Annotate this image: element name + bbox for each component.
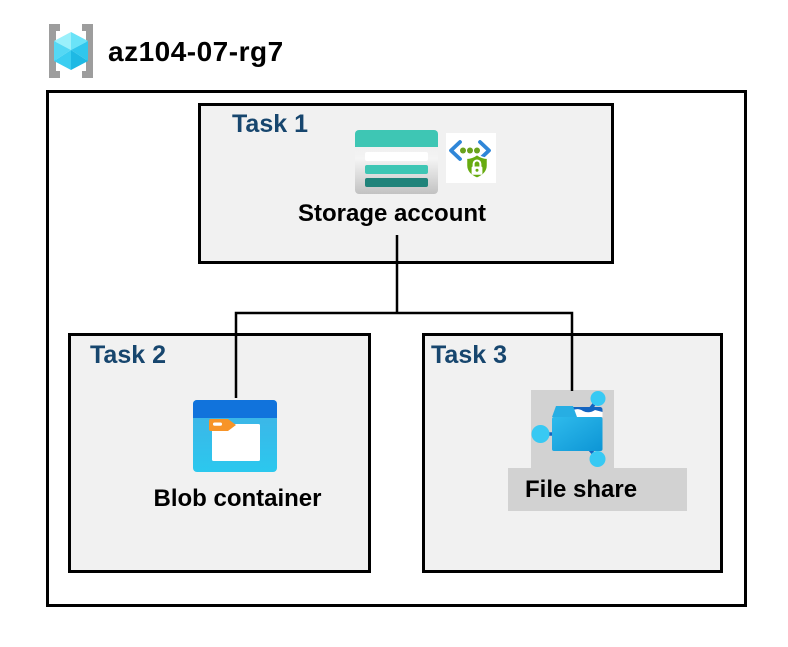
task-1-box: Task 1 (198, 103, 614, 264)
file-share-icon (531, 390, 614, 470)
task-3-label: Task 3 (431, 341, 507, 369)
blob-container-icon (193, 400, 277, 472)
task-1-label: Task 1 (232, 110, 308, 138)
secure-endpoint-icon (446, 133, 496, 183)
task-2-label: Task 2 (90, 341, 166, 369)
blob-container-label: Blob container (153, 485, 322, 512)
resource-group-boundary: Task 1 (46, 90, 747, 607)
storage-account-label: Storage account (297, 200, 487, 227)
file-share-label-background: File share (508, 468, 687, 511)
resource-group-icon (49, 24, 93, 78)
task-2-box: Task 2 Blob container (68, 333, 371, 573)
resource-group-title: az104-07-rg7 (108, 36, 284, 67)
task-3-box: Task 3 (422, 333, 723, 573)
file-share-label: File share (525, 475, 638, 503)
storage-account-icon (355, 130, 438, 194)
